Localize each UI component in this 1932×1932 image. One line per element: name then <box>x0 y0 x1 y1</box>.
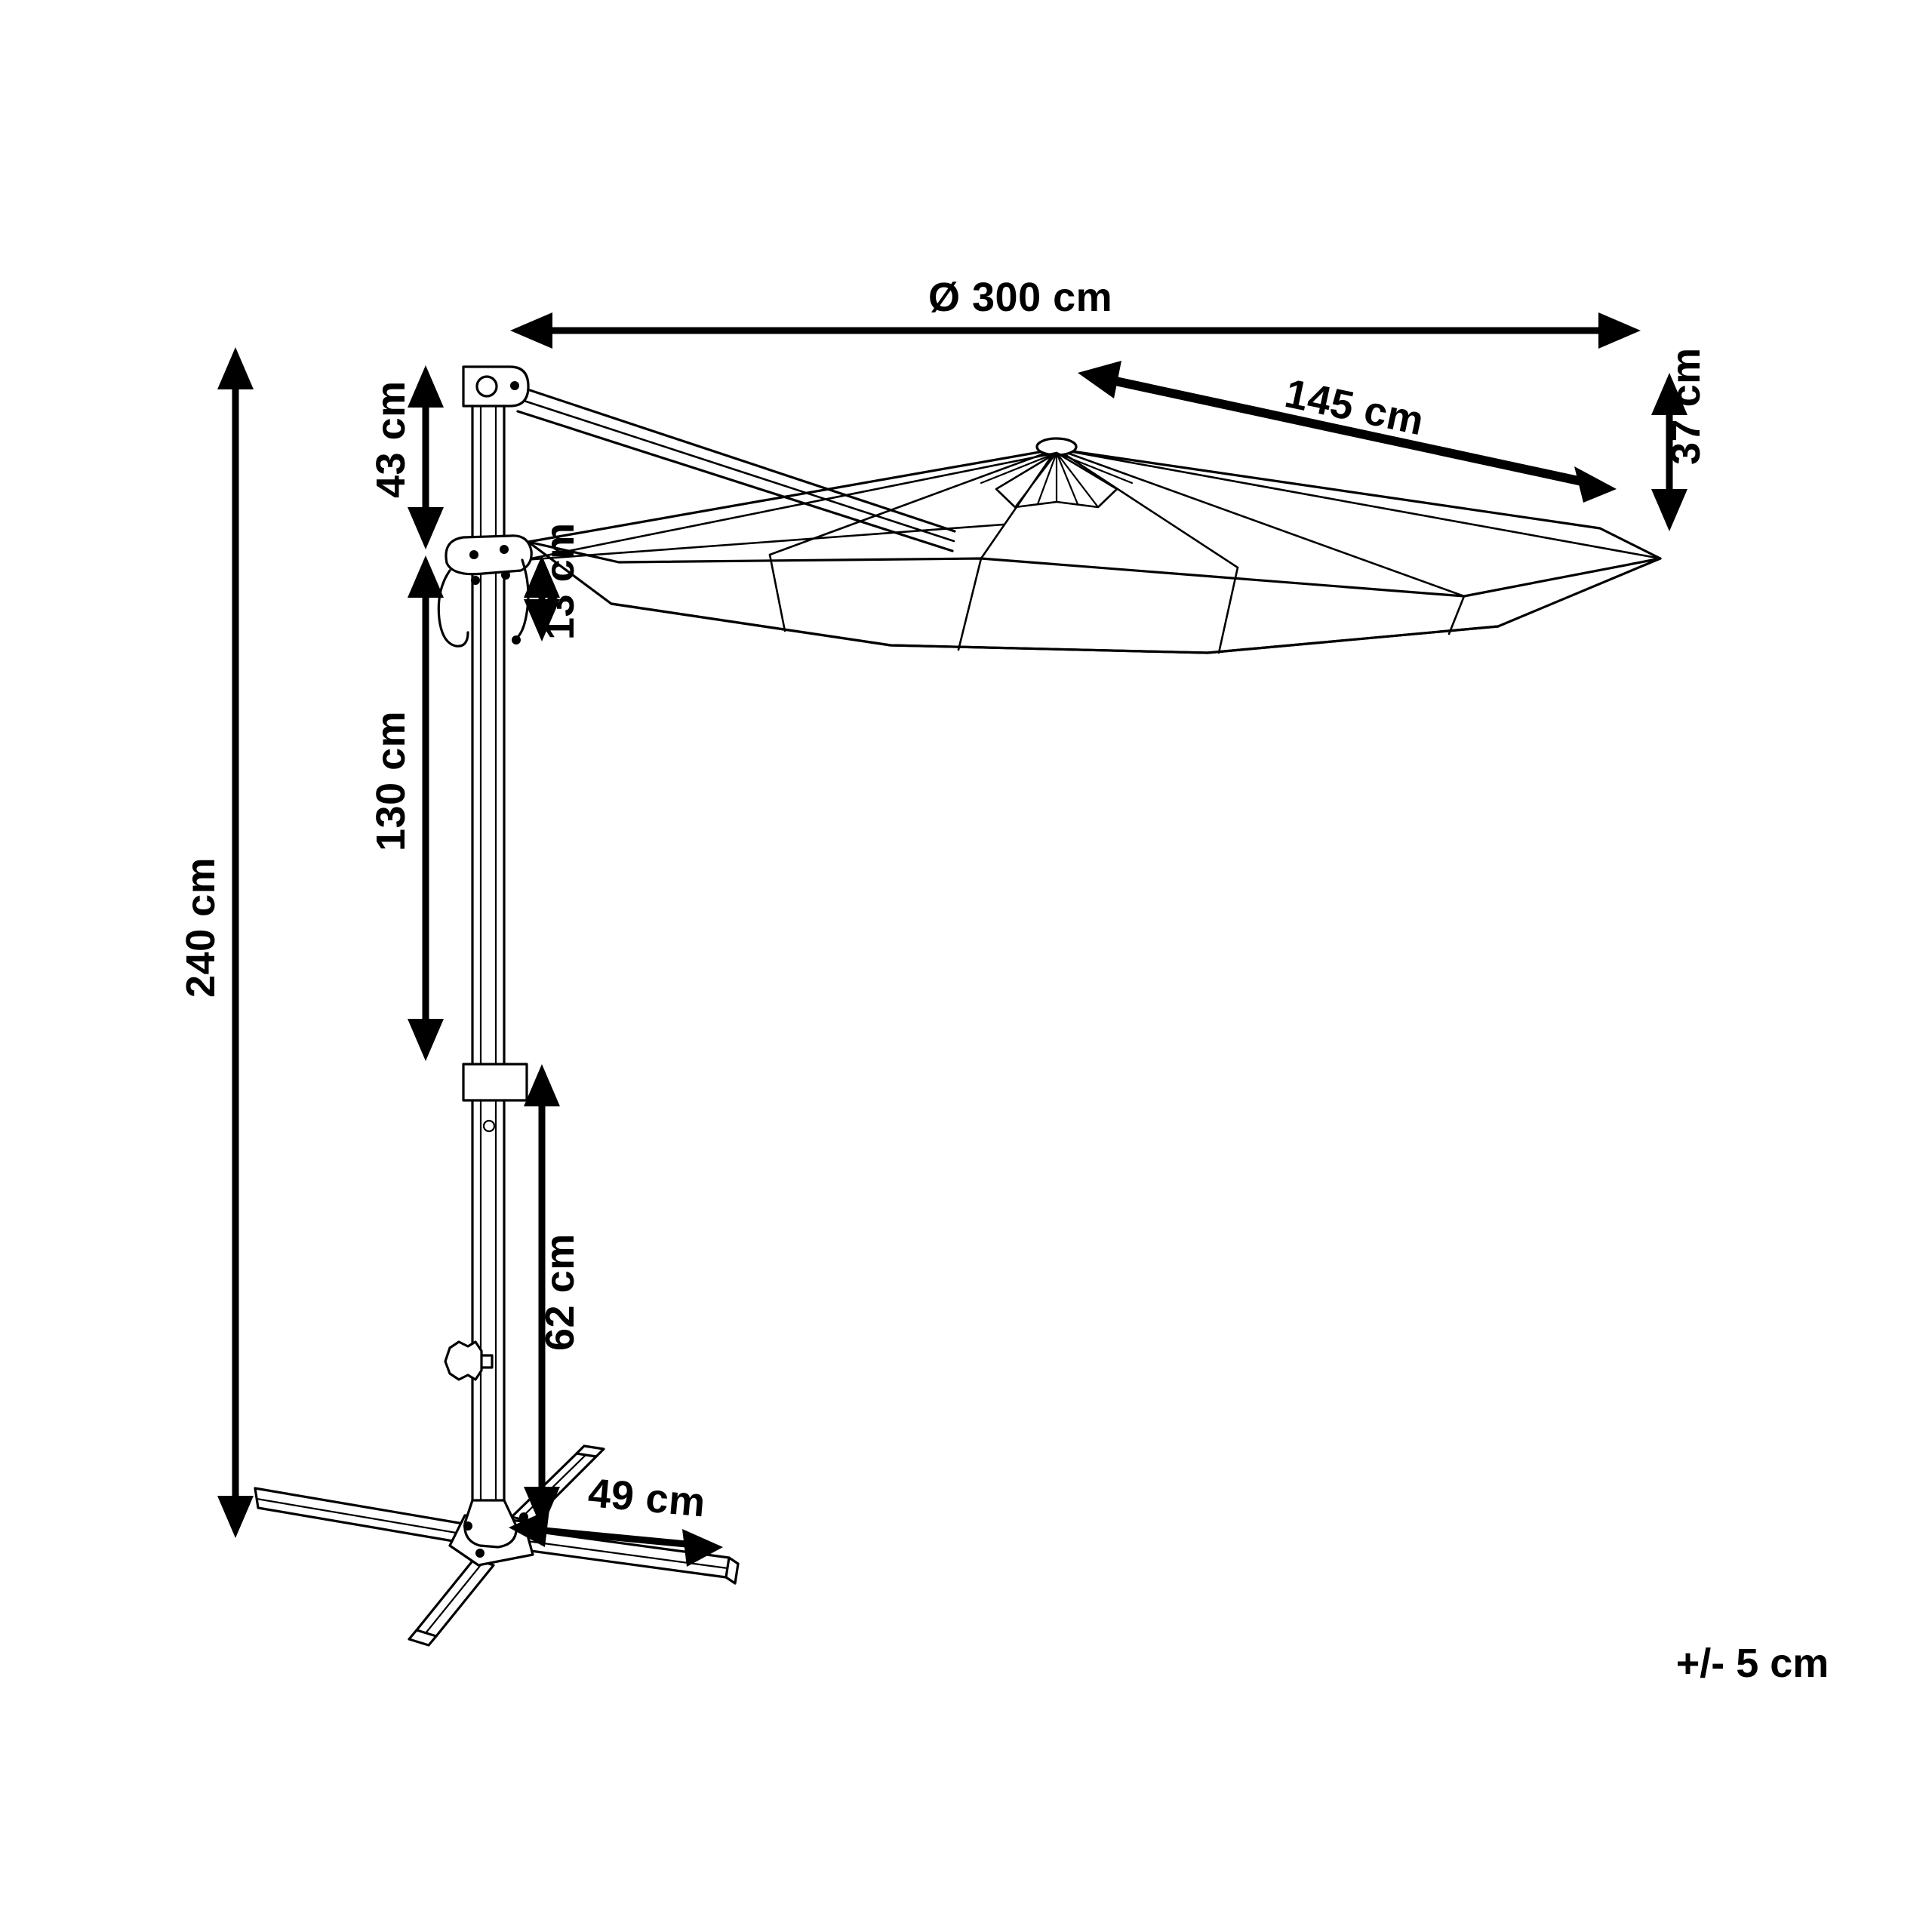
dim-130-arrow-top <box>408 555 444 598</box>
dimension-top-arm-height: 43 cm <box>368 365 444 549</box>
collar-body <box>462 1063 528 1102</box>
base-bolt-1 <box>463 1521 472 1531</box>
hub-body <box>445 534 533 576</box>
dimension-pole-upper: 130 cm <box>368 555 444 1061</box>
dim-37-label: 37 cm <box>1663 347 1709 465</box>
hub-bolt-4 <box>501 571 510 580</box>
valance-seam-4 <box>1447 595 1466 635</box>
canopy-rib-line-1 <box>527 448 1058 543</box>
hub-right-hook <box>515 558 530 640</box>
dim-49-line <box>528 1525 703 1549</box>
base-arm-front-cap <box>408 1629 438 1647</box>
hub-lower-hook <box>437 569 469 648</box>
canopy-top-vent-cap <box>980 437 1134 509</box>
base-bolt-2 <box>475 1549 485 1558</box>
knob-body <box>444 1340 483 1381</box>
dim-145-line <box>1097 373 1598 489</box>
base-bolt-3 <box>519 1512 528 1521</box>
support-arm-center-rib <box>518 398 955 543</box>
dim-240-arrow-bottom <box>217 1496 254 1538</box>
pole-foot <box>463 1499 518 1549</box>
canopy-rib-line-3 <box>980 448 1058 560</box>
dimension-canopy-diameter: Ø 300 cm <box>510 275 1641 349</box>
canopy-pivot-hub <box>437 534 533 648</box>
top-bracket-pin <box>510 381 519 390</box>
dimension-total-height: 240 cm <box>178 347 254 1538</box>
dim-62-arrow-top <box>524 1064 560 1106</box>
dimension-base-arm: 49 cm <box>509 1470 723 1567</box>
base-arm-front-rib <box>424 1561 485 1635</box>
base-arm-back-cap <box>575 1444 605 1458</box>
dim-49-arrow-right <box>682 1529 723 1567</box>
base-arm-right-rib <box>525 1540 729 1570</box>
canopy-rib-line-4 <box>1055 448 1239 569</box>
canopy-rib-line-5 <box>1055 448 1466 598</box>
hub-strut-1 <box>522 451 1058 561</box>
support-arm-upper-edge <box>519 386 956 533</box>
dim-145-arrow-left <box>1078 361 1121 398</box>
base-arm-right-cap <box>724 1556 740 1585</box>
hub-hook-tip <box>512 635 521 645</box>
dim-300-label: Ø 300 cm <box>928 275 1112 320</box>
canopy-rib-line-2 <box>768 448 1058 556</box>
dimension-canopy-drop: 37 cm <box>1651 347 1709 531</box>
dim-37-arrow-top <box>1651 373 1687 415</box>
dim-62-label: 62 cm <box>537 1233 583 1351</box>
dim-13-arrow-bottom <box>524 599 560 641</box>
collar-screw-hole <box>482 1119 496 1133</box>
valance-seam-2 <box>957 557 983 651</box>
canopy-group <box>527 437 1662 654</box>
dim-300-arrow-right <box>1598 312 1641 349</box>
pole-top-bracket <box>462 365 530 408</box>
vertical-mast-pole <box>471 405 506 1502</box>
support-arm-lower-edge <box>516 410 954 552</box>
knob-shaft <box>480 1354 494 1369</box>
base-arm-left-rib <box>255 1497 471 1537</box>
canopy-rib-line-6 <box>1055 448 1662 560</box>
dim-43-arrow-bottom <box>408 507 444 549</box>
valance-seam-1 <box>768 553 786 632</box>
dim-43-label: 43 cm <box>368 380 414 498</box>
hub-bolt-2 <box>500 545 509 554</box>
dimension-pole-lower: 62 cm <box>524 1064 583 1529</box>
dim-13-label: 13 cm <box>537 522 583 640</box>
dim-145-arrow-right <box>1574 466 1617 503</box>
valance-seam-3 <box>1217 566 1239 654</box>
dimension-hub-offset: 13 cm <box>524 522 583 641</box>
pole-collar-sleeve <box>462 1063 528 1133</box>
tolerance-note: +/- 5 cm <box>1676 1641 1829 1686</box>
dim-240-arrow-top <box>217 347 254 389</box>
dim-49-arrow-left <box>509 1509 549 1547</box>
dim-49-label: 49 cm <box>586 1470 707 1525</box>
canopy-valance-lower-edge <box>610 602 1500 654</box>
dim-130-arrow-bottom <box>408 1019 444 1061</box>
hub-bolt-1 <box>469 550 478 559</box>
dim-130-label: 130 cm <box>368 711 414 851</box>
hub-strut-2 <box>522 523 1005 561</box>
dim-37-arrow-bottom <box>1651 489 1687 531</box>
hub-bolt-3 <box>471 576 480 585</box>
dim-62-arrow-bottom <box>524 1487 560 1529</box>
canopy-outline <box>527 448 1662 598</box>
dim-300-arrow-left <box>510 312 552 349</box>
dim-240-label: 240 cm <box>178 857 223 998</box>
dim-43-arrow-top <box>408 365 444 408</box>
top-bracket-hole <box>475 375 498 398</box>
tightening-knob <box>444 1340 494 1381</box>
dim-13-arrow-top <box>524 555 560 598</box>
